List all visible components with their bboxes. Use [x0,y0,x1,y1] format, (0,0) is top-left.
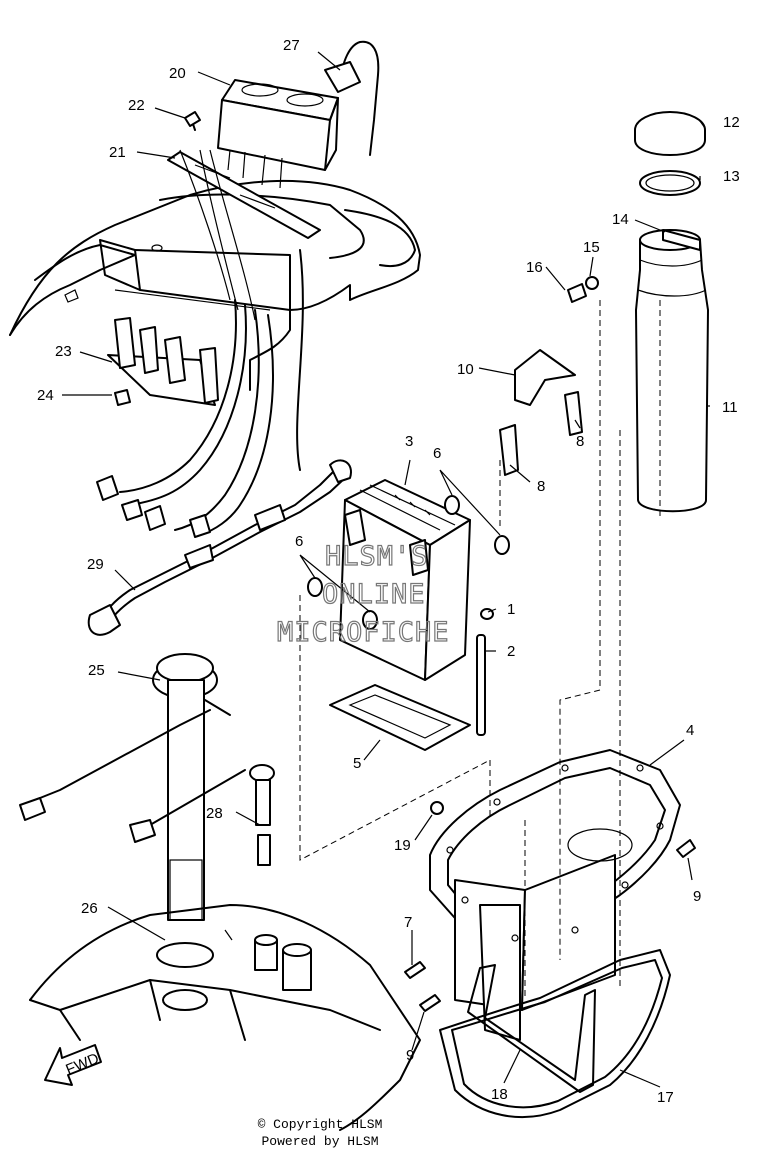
battery-3 [339,479,471,681]
lower-fuel-tank [29,904,421,1131]
callout-3: 3 [405,433,413,450]
callout-19: 19 [394,837,411,854]
callout-5: 5 [353,755,361,772]
screws [404,801,696,1012]
callout-11: 11 [722,399,738,416]
callout-13: 13 [723,168,740,185]
battery-cable-29 [87,459,352,636]
callout-6a: 6 [433,445,441,462]
watermark-line-1: HLSM'S [325,541,429,572]
callout-18: 18 [491,1086,508,1103]
callout-21: 21 [109,144,126,161]
callout-8b: 8 [576,433,584,450]
callout-14: 14 [612,211,629,228]
switch-box-assembly [167,40,380,321]
fwd-arrow-icon: FWD [44,1044,102,1086]
callout-22: 22 [128,97,145,114]
bracket-23 [107,317,219,406]
watermark-line-3: MICROFICHE [277,617,450,648]
watermark: HLSM'S ONLINE MICROFICHE [276,540,450,648]
leader-lines [62,51,710,1088]
wire-harness [96,249,304,538]
callout-28: 28 [206,805,223,822]
callout-1: 1 [507,601,515,618]
powered-by-text: Powered by HLSM [261,1134,379,1149]
battery-box-4 [429,749,681,1041]
callout-9a: 9 [693,888,701,905]
callout-27: 27 [283,37,300,54]
callout-16: 16 [526,259,543,276]
callout-9b: 9 [406,1047,414,1064]
callout-12: 12 [723,114,740,131]
battery-band-2 [476,608,494,736]
upper-deck-hull [9,179,421,391]
watermark-line-2: ONLINE [322,579,426,610]
callout-labels: 1 2 3 4 5 6 6 7 8 8 9 9 10 11 12 13 14 1… [37,37,740,1106]
callout-17: 17 [657,1089,674,1106]
callout-8a: 8 [537,478,545,495]
callout-6b: 6 [295,533,303,550]
callout-29: 29 [87,556,104,573]
callout-25: 25 [88,662,105,679]
callout-20: 20 [169,65,186,82]
fuel-sender-25 [19,653,246,921]
hose-28 [249,764,275,866]
callout-26: 26 [81,900,98,917]
battery-pad-5 [329,684,471,751]
brackets-8-10 [499,349,583,476]
callout-24: 24 [37,387,54,404]
callout-2: 2 [507,643,515,660]
copyright-text: © Copyright HLSM [257,1117,383,1132]
frame-17-18 [439,949,671,1118]
callout-10: 10 [457,361,474,378]
callout-4: 4 [686,722,694,739]
storage-tube-11 [567,111,709,520]
callout-23: 23 [55,343,72,360]
callout-15: 15 [583,239,600,256]
assembly-dashed-lines [299,300,621,1000]
callout-7: 7 [404,914,412,931]
